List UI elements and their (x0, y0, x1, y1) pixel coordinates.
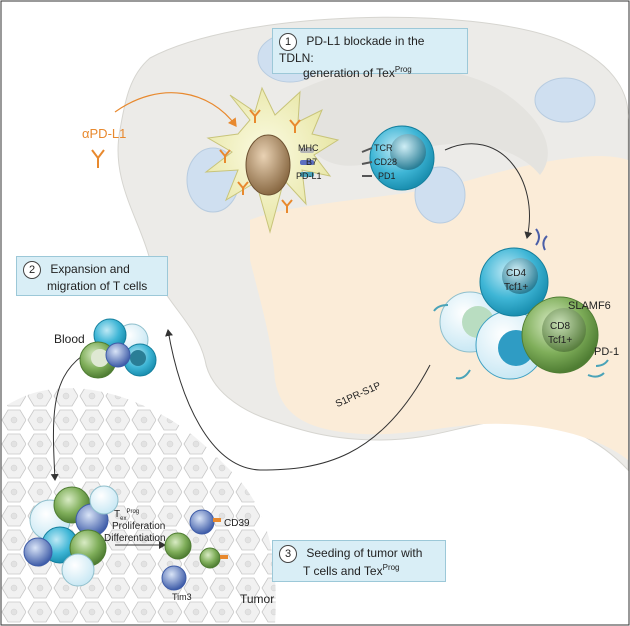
t-cell (164, 532, 192, 560)
step-3-sup: Prog (382, 563, 400, 572)
tumor-t-cell (61, 553, 95, 587)
slamf6-label: SLAMF6 (568, 300, 611, 312)
paracortex (250, 156, 628, 460)
tumor-t-cell (89, 485, 119, 515)
blood-to-tumor-arrow (50, 355, 83, 481)
step-1-line1: PD-L1 blockade in the TDLN: (279, 34, 425, 65)
blood-label: Blood (54, 332, 85, 346)
proliferation-label: Proliferation (112, 521, 166, 532)
tex-sub: ex (120, 516, 127, 522)
s1pr-arrow (165, 329, 431, 471)
tex-main: T (114, 509, 121, 520)
follicle (534, 77, 596, 123)
step-1-line2: generation of Tex (303, 66, 395, 80)
t-cell (199, 547, 221, 569)
tim3-t-cell (161, 565, 187, 591)
antibody-icon (91, 109, 301, 213)
mhc-label: MHC (298, 143, 319, 153)
step-2-number: 2 (23, 261, 41, 279)
step-3-line2: T cells and Tex (303, 564, 383, 578)
step-3-line1: Seeding of tumor with (306, 546, 423, 561)
b7-label: B7 (306, 157, 318, 167)
step-1-box: 1 PD-L1 blockade in the TDLN: generation… (272, 28, 468, 80)
tim3-label: Tim3 (172, 592, 192, 602)
cd4-label: CD4 (506, 268, 527, 279)
tex-sup: Prog (126, 509, 140, 515)
pd1-receptor-label: PD1 (378, 171, 396, 181)
follicle (414, 166, 466, 224)
cd28-label: CD28 (374, 157, 398, 167)
blood-t-cell (105, 342, 131, 368)
antibody-arrow (114, 92, 237, 127)
tumor-label: Tumor (240, 592, 275, 606)
tcell-migration-arrow (444, 143, 533, 239)
cd4-tcf-label: Tcf1+ (504, 282, 529, 293)
step-3-box: 3 Seeding of tumor with T cells and TexP… (272, 540, 446, 582)
pd1-label: PD-1 (594, 346, 620, 358)
cd39-label: CD39 (224, 518, 250, 529)
cd8-tcf-label: Tcf1+ (548, 335, 573, 346)
pdl1-label: PD-L1 (296, 171, 322, 181)
dc-nucleus (245, 134, 291, 196)
differentiation-label: Differentiation (104, 533, 166, 544)
antibody-label: αPD-L1 (82, 126, 127, 141)
cd8-label: CD8 (550, 321, 571, 332)
step-1-number: 1 (279, 33, 297, 51)
tcr-label: TCR (374, 143, 393, 153)
step-3-number: 3 (279, 545, 297, 563)
step-1-sup: Prog (394, 65, 412, 74)
cd39-t-cell (189, 509, 215, 535)
step-2-box: 2 Expansion and migration of T cells (16, 256, 168, 296)
step-2-line1: Expansion and (50, 262, 130, 277)
tex-label: TexProg (114, 509, 140, 522)
step-2-line2: migration of T cells (47, 279, 148, 293)
tumor-t-cell (23, 537, 53, 567)
